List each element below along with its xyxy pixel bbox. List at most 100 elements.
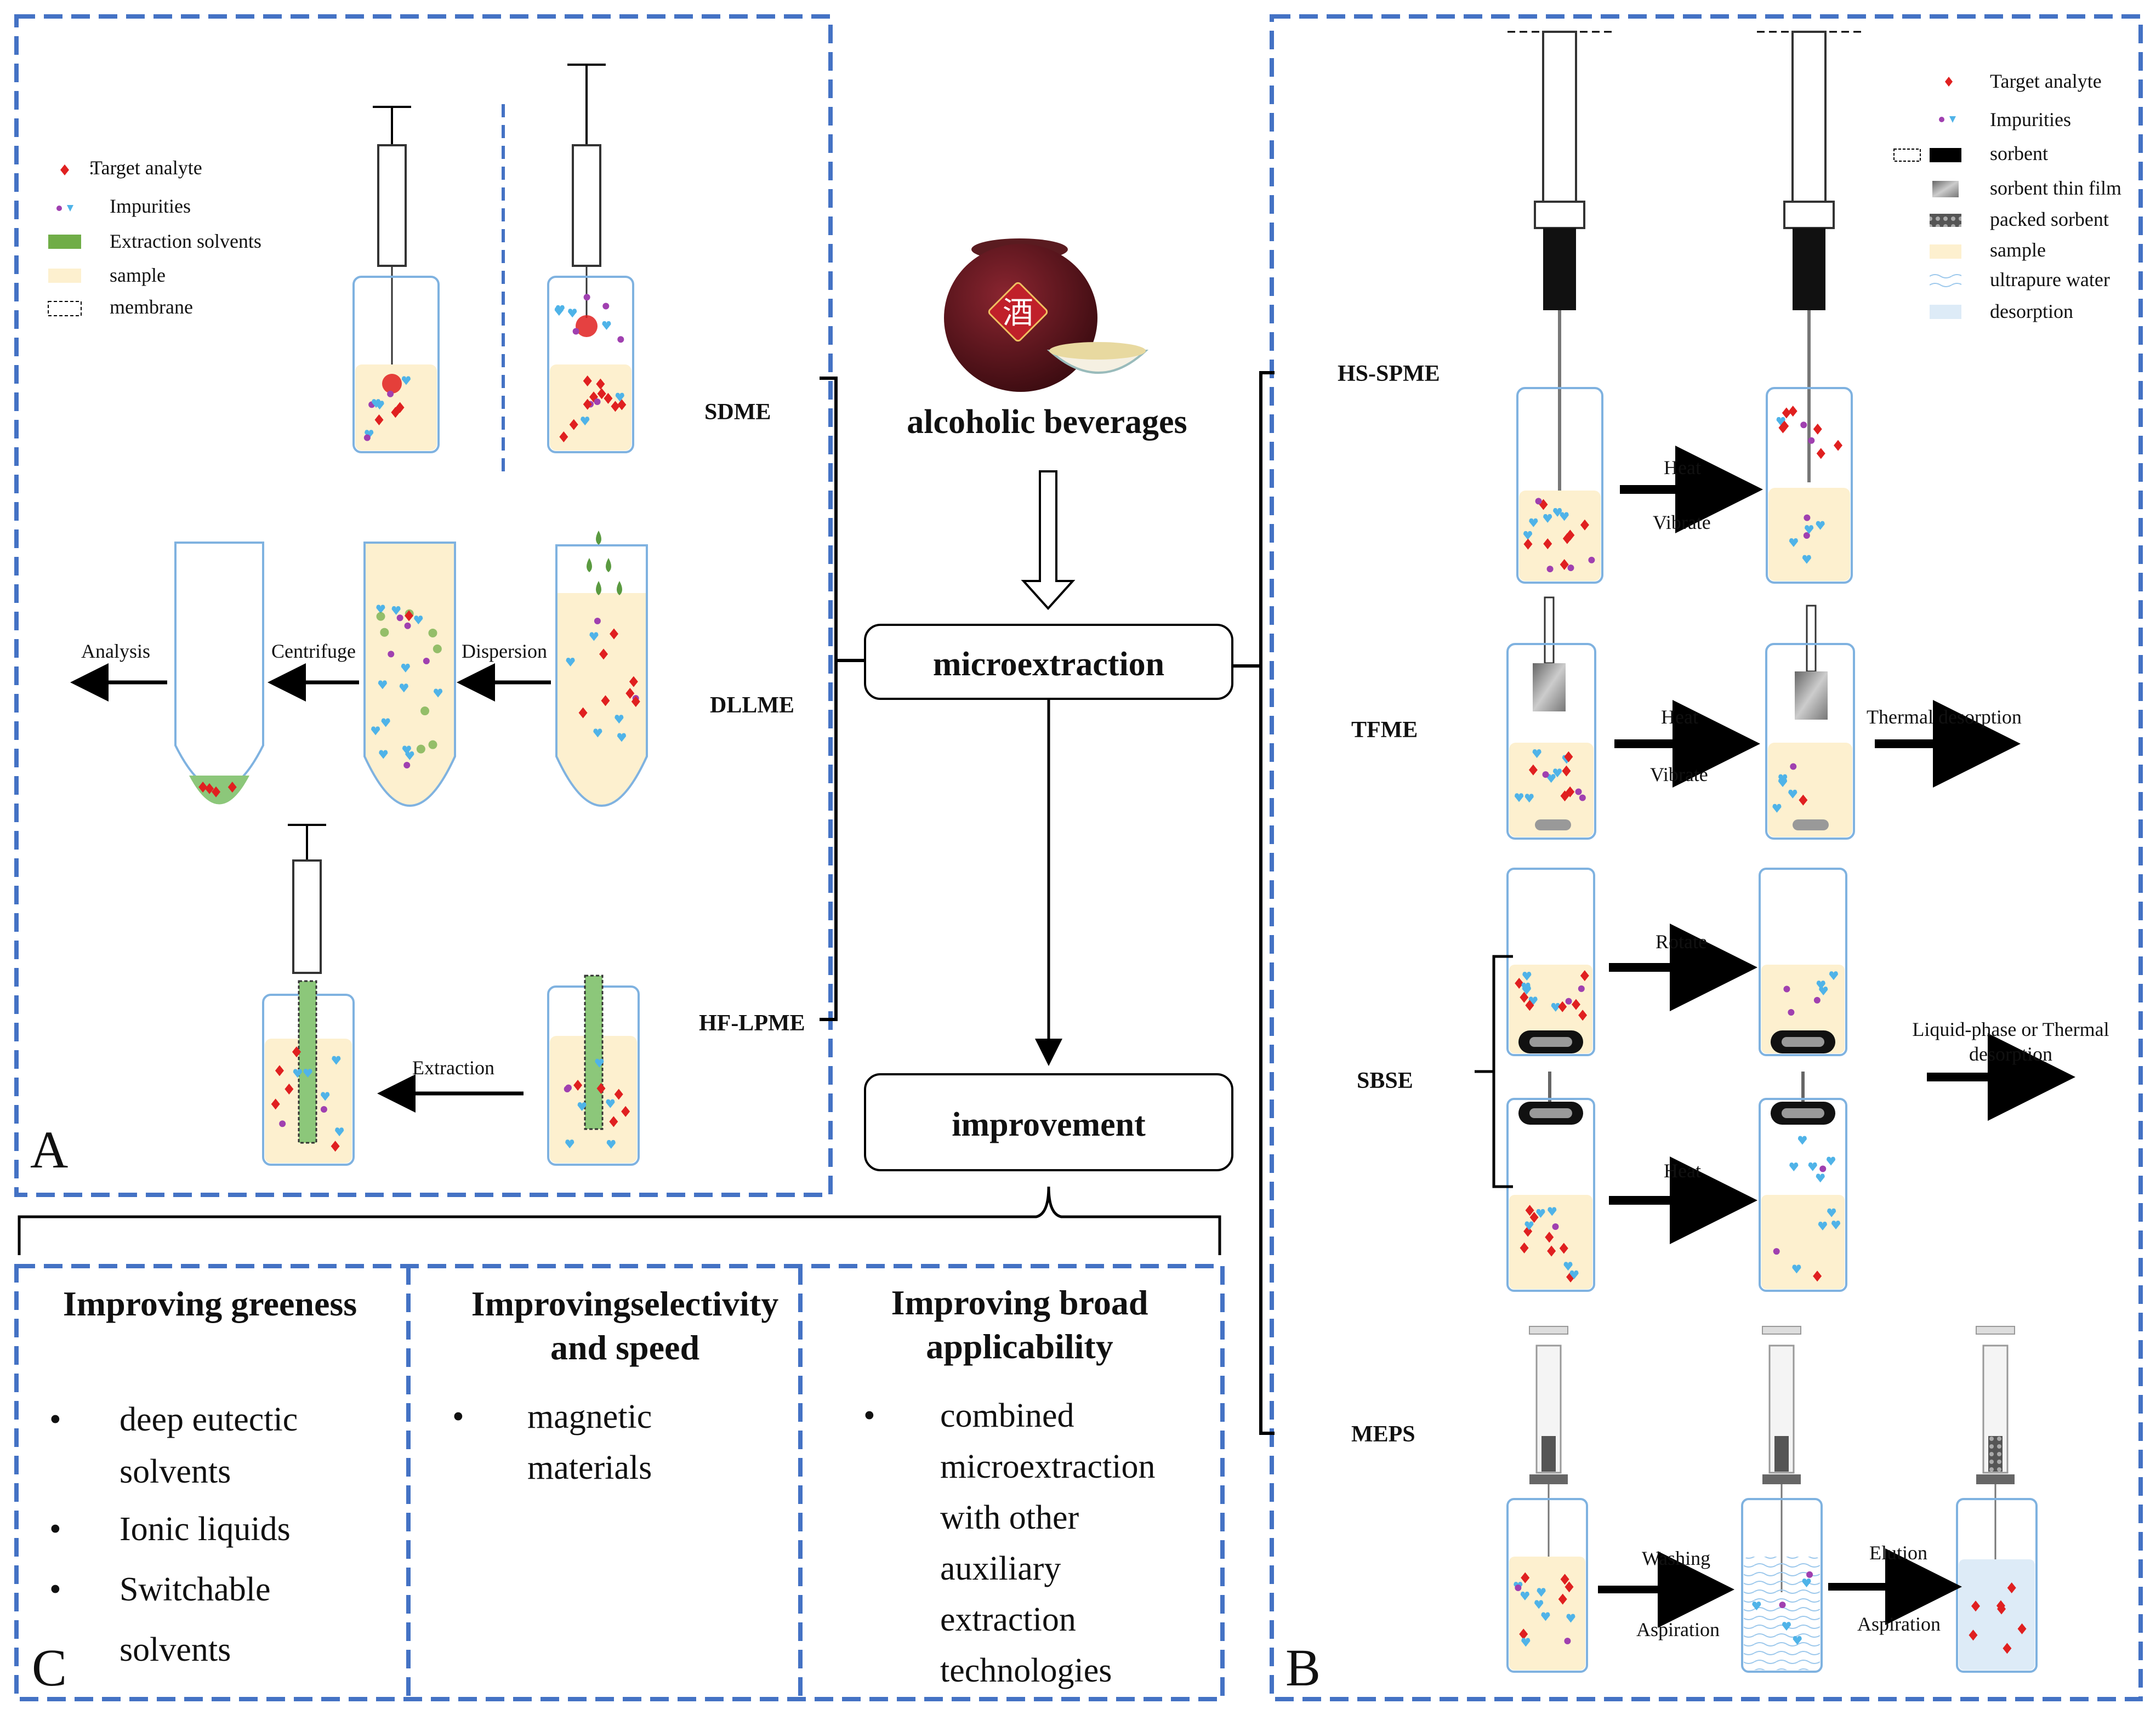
analyte-particle [1520, 1242, 1529, 1254]
analyte-particle [1816, 448, 1825, 459]
legend-b-label-0: Target analyte [1990, 70, 2102, 92]
improvement-box [864, 1073, 1233, 1171]
impurity-particle [388, 651, 395, 658]
impurity-particle [1788, 1009, 1795, 1016]
impurity-particle [1783, 985, 1790, 993]
dllme-illustration [70, 531, 648, 807]
tfme-step-heat: Heat [1661, 706, 1698, 728]
meps-plunger-cap [1762, 1326, 1801, 1335]
impurity-particle [577, 1102, 587, 1112]
impurity-particle [371, 726, 380, 736]
tfme-step-thermal-desorption: Thermal desorption [1867, 706, 2022, 728]
impurity-particle [1566, 1614, 1575, 1623]
legend-impurity-swatch-2 [1949, 116, 1956, 123]
sbse-vial-1 [1506, 868, 1595, 1056]
panel-b: B Target analyte Impurities sorbent sorb… [1232, 14, 2143, 1701]
impurity-particle [1813, 996, 1821, 1004]
impurity-particle [1792, 1264, 1801, 1274]
c-col2-title-line2: and speed [550, 1328, 699, 1367]
meps-plunger-cap [1976, 1326, 2015, 1335]
dllme-label: DLLME [710, 693, 794, 718]
analyte-particle [625, 687, 635, 699]
analyte-particle [1543, 538, 1552, 550]
solvent-particle [433, 644, 442, 653]
impurity-particle [1564, 1637, 1571, 1644]
impurity-particle [1827, 1156, 1836, 1166]
legend-a-label-2: Extraction solvents [110, 230, 261, 252]
impurity-particle [554, 307, 564, 316]
c-col1-item-0: deep eutectic [120, 1401, 298, 1438]
sbse-step-lp-2: desorption [1969, 1043, 2052, 1065]
impurity-particle [1829, 971, 1838, 981]
tfme-sample-2 [1768, 743, 1852, 837]
tfme-step-vibrate: Vibrate [1650, 764, 1708, 785]
impurity-particle [401, 376, 411, 385]
panel-a-frame [14, 14, 833, 1197]
impurity-particle [589, 632, 599, 641]
legend-a-label-1: Impurities [110, 195, 191, 217]
bullet: • [49, 1401, 61, 1438]
impurity-particle [1553, 508, 1562, 517]
impurity-particle [1565, 998, 1572, 1005]
impurity-particle [1800, 421, 1807, 429]
solvent-droplet [606, 558, 611, 572]
impurity-particle [1778, 778, 1788, 788]
hollow-down-arrow [1021, 470, 1076, 610]
impurity-particle [1806, 1571, 1813, 1578]
analyte-particle [1529, 1211, 1539, 1223]
solvent-particle [428, 740, 437, 749]
legend-solvent-swatch [48, 235, 81, 249]
analyte-particle [596, 1082, 606, 1094]
meps-packed-bed [1541, 1436, 1556, 1472]
impurity-particle [1816, 981, 1825, 990]
step-centrifuge: Centrifuge [271, 640, 356, 662]
analyte-particle [1578, 1010, 1588, 1021]
sedimented-phase [189, 776, 249, 805]
analyte-particle [374, 414, 384, 425]
spme-holder [1542, 31, 1577, 203]
impurity-particle [434, 688, 443, 698]
film-holder [1544, 596, 1555, 664]
impurity-particle [376, 605, 385, 614]
impurity-particle [1789, 538, 1798, 548]
legend-b: Target analyte Impurities sorbent sorben… [1893, 70, 2121, 322]
impurity-particle [335, 1127, 344, 1137]
legend-water-swatch [1930, 274, 1961, 288]
meps-hub [1976, 1474, 2015, 1484]
impurity-particle [405, 751, 414, 760]
c-col2-title-line1: Improvingselectivity [471, 1284, 779, 1323]
impurity-particle [1797, 1136, 1807, 1145]
impurity-particle [1536, 1209, 1545, 1218]
hsspme-step-heat: Heat [1664, 457, 1701, 478]
analyte-particle [614, 1089, 623, 1100]
impurity-particle [565, 1139, 574, 1149]
panel-a-letter: A [30, 1120, 68, 1179]
meps-step-washing: Washing [1642, 1547, 1710, 1569]
impurity-particle [363, 434, 371, 441]
tfme-label: TFME [1351, 717, 1418, 743]
legend-film-swatch [1932, 181, 1959, 197]
c-col1-item-1: solvents [120, 1453, 231, 1490]
bullet: • [863, 1397, 875, 1434]
jar-label: 酒 [1003, 297, 1033, 331]
solvent-droplet [596, 581, 601, 595]
impurity-particle [1541, 1612, 1550, 1621]
analyte-particle [1525, 1000, 1534, 1011]
meps-hub [1529, 1474, 1568, 1484]
panel-b-letter: B [1285, 1638, 1321, 1697]
impurity-particle [1776, 417, 1785, 426]
panel-a-bracket [820, 377, 838, 1021]
analyte-particle [1571, 999, 1580, 1010]
analyte-particle [1521, 1572, 1530, 1583]
solvent-drop [576, 315, 598, 337]
analyte-particle [601, 695, 610, 706]
jar-label-patch [988, 282, 1048, 342]
analyte-particle [611, 401, 620, 412]
bullet: • [49, 1571, 61, 1608]
hollow-fiber [298, 980, 317, 1144]
impurity-particle [602, 303, 610, 310]
impurity-particle [606, 1099, 615, 1108]
sdme-label: SDME [704, 400, 771, 425]
impurity-particle [1553, 768, 1562, 778]
